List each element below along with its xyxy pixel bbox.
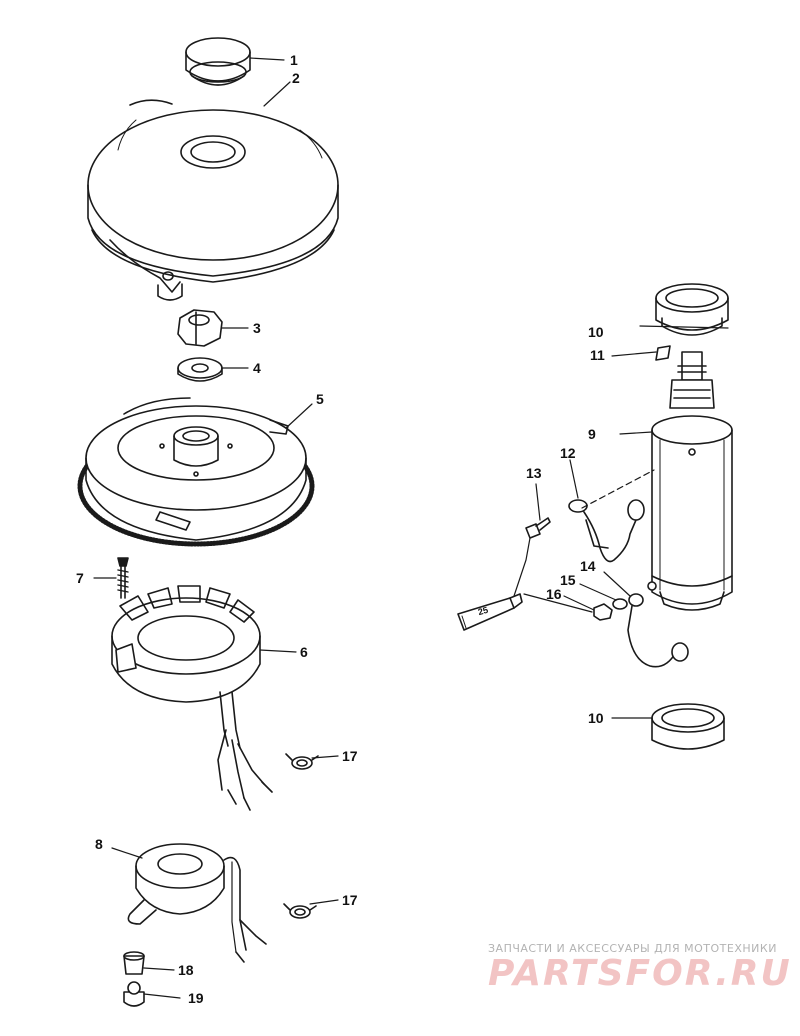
part-clamp (285, 753, 319, 770)
part-bolt (525, 517, 551, 539)
part-lock-washer (612, 598, 628, 610)
callout-18: 18 (178, 962, 194, 978)
callout-10-lower: 10 (588, 710, 604, 726)
part-washer (177, 357, 223, 382)
part-clip (655, 345, 671, 361)
callout-15: 15 (560, 572, 576, 588)
part-screw (117, 557, 129, 599)
part-grommet (123, 951, 145, 975)
part-starter-motor (647, 351, 733, 611)
watermark-caption: ЗАПЧАСТИ И АКСЕССУАРЫ ДЛЯ МОТОТЕХНИКИ (488, 942, 777, 955)
callout-2: 2 (292, 70, 300, 86)
callout-13: 13 (526, 465, 542, 481)
callout-7: 7 (76, 570, 84, 586)
part-nut (177, 309, 223, 347)
callout-17-lower: 17 (342, 892, 358, 908)
part-bracket-lower (651, 703, 725, 750)
callout-4: 4 (253, 360, 261, 376)
leader-lines (93, 57, 729, 999)
part-ground-cable (627, 593, 689, 668)
part-stator (111, 585, 273, 811)
callout-12: 12 (560, 445, 576, 461)
callout-19: 19 (188, 990, 204, 1006)
part-bracket-upper (655, 283, 729, 336)
part-cap (185, 37, 251, 86)
callout-10-upper: 10 (588, 324, 604, 340)
callout-3: 3 (253, 320, 261, 336)
part-flywheel (77, 397, 315, 547)
part-clamp-lower (283, 903, 317, 919)
part-cable (568, 499, 645, 563)
part-plug (123, 981, 145, 1007)
part-trigger (127, 843, 267, 963)
part-hex-nut (593, 603, 613, 621)
callout-14: 14 (580, 558, 596, 574)
callout-6: 6 (300, 644, 308, 660)
sealant-tube (457, 593, 523, 631)
callout-5: 5 (316, 391, 324, 407)
part-flywheel-cover (87, 99, 339, 301)
callout-16: 16 (546, 586, 562, 602)
callout-9: 9 (588, 426, 596, 442)
watermark-logo: PARTSFOR.RU (488, 953, 792, 994)
callout-8: 8 (95, 836, 103, 852)
callout-17-upper: 17 (342, 748, 358, 764)
callout-1: 1 (290, 52, 298, 68)
callout-11: 11 (590, 347, 605, 363)
